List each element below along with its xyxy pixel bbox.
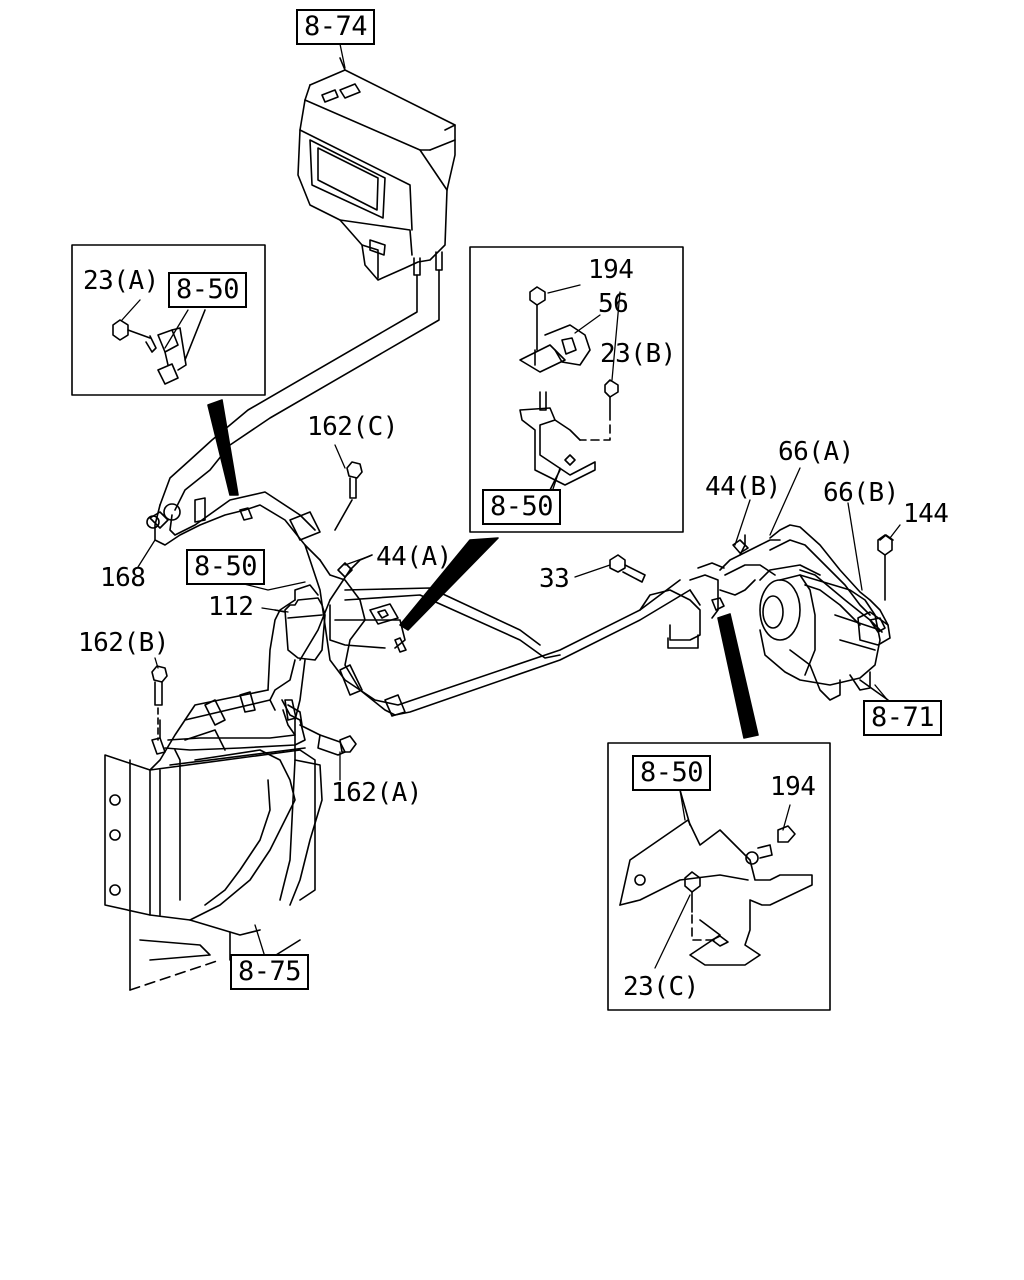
part-23b: 23(B) [600, 339, 676, 369]
bottom-right-inset-frame [607, 742, 831, 1011]
part-162c: 162(C) [307, 412, 398, 442]
part-194-bottom: 194 [770, 772, 816, 802]
part-66b: 66(B) [823, 478, 899, 508]
part-23a: 23(A) [83, 266, 159, 296]
main-pipes [164, 544, 691, 751]
ref-8-50-bottom-right-inset[interactable]: 8-50 [632, 755, 712, 791]
part-66a: 66(A) [778, 437, 854, 467]
part-33: 33 [539, 564, 570, 594]
left-inset-clamp [112, 309, 206, 385]
leader-lines [121, 43, 901, 969]
leader-wedge-right [717, 613, 759, 739]
bolt-144 [879, 534, 894, 541]
mid-bracket [639, 562, 725, 649]
bolt-162c [334, 461, 363, 531]
condenser [104, 689, 323, 991]
bolt-33 [609, 554, 646, 583]
ref-8-75[interactable]: 8-75 [230, 954, 310, 990]
bolt-162a [317, 734, 357, 756]
part-168: 168 [100, 563, 146, 593]
part-23c: 23(C) [623, 972, 699, 1002]
part-56: 56 [598, 289, 629, 319]
evaporator-unit [297, 57, 456, 281]
part-112: 112 [208, 592, 254, 622]
compressor [719, 524, 893, 701]
part-44a: 44(A) [376, 542, 452, 572]
part-144: 144 [903, 499, 949, 529]
left-inset-frame [71, 244, 266, 396]
part-194-top: 194 [588, 255, 634, 285]
ref-8-71[interactable]: 8-71 [863, 700, 943, 736]
part-162b: 162(B) [78, 628, 169, 658]
center-inset-frame [469, 246, 684, 533]
leader-wedge-left [207, 399, 239, 496]
ref-8-50-left-main[interactable]: 8-50 [186, 549, 266, 585]
bottom-right-inset-bracket [619, 789, 813, 966]
center-inset-parts [519, 286, 619, 491]
ref-8-50-center-inset[interactable]: 8-50 [482, 489, 562, 525]
ref-8-50-left-inset[interactable]: 8-50 [168, 272, 248, 308]
ref-8-74[interactable]: 8-74 [296, 9, 376, 45]
part-44b: 44(B) [705, 472, 781, 502]
part-162a: 162(A) [331, 778, 422, 808]
